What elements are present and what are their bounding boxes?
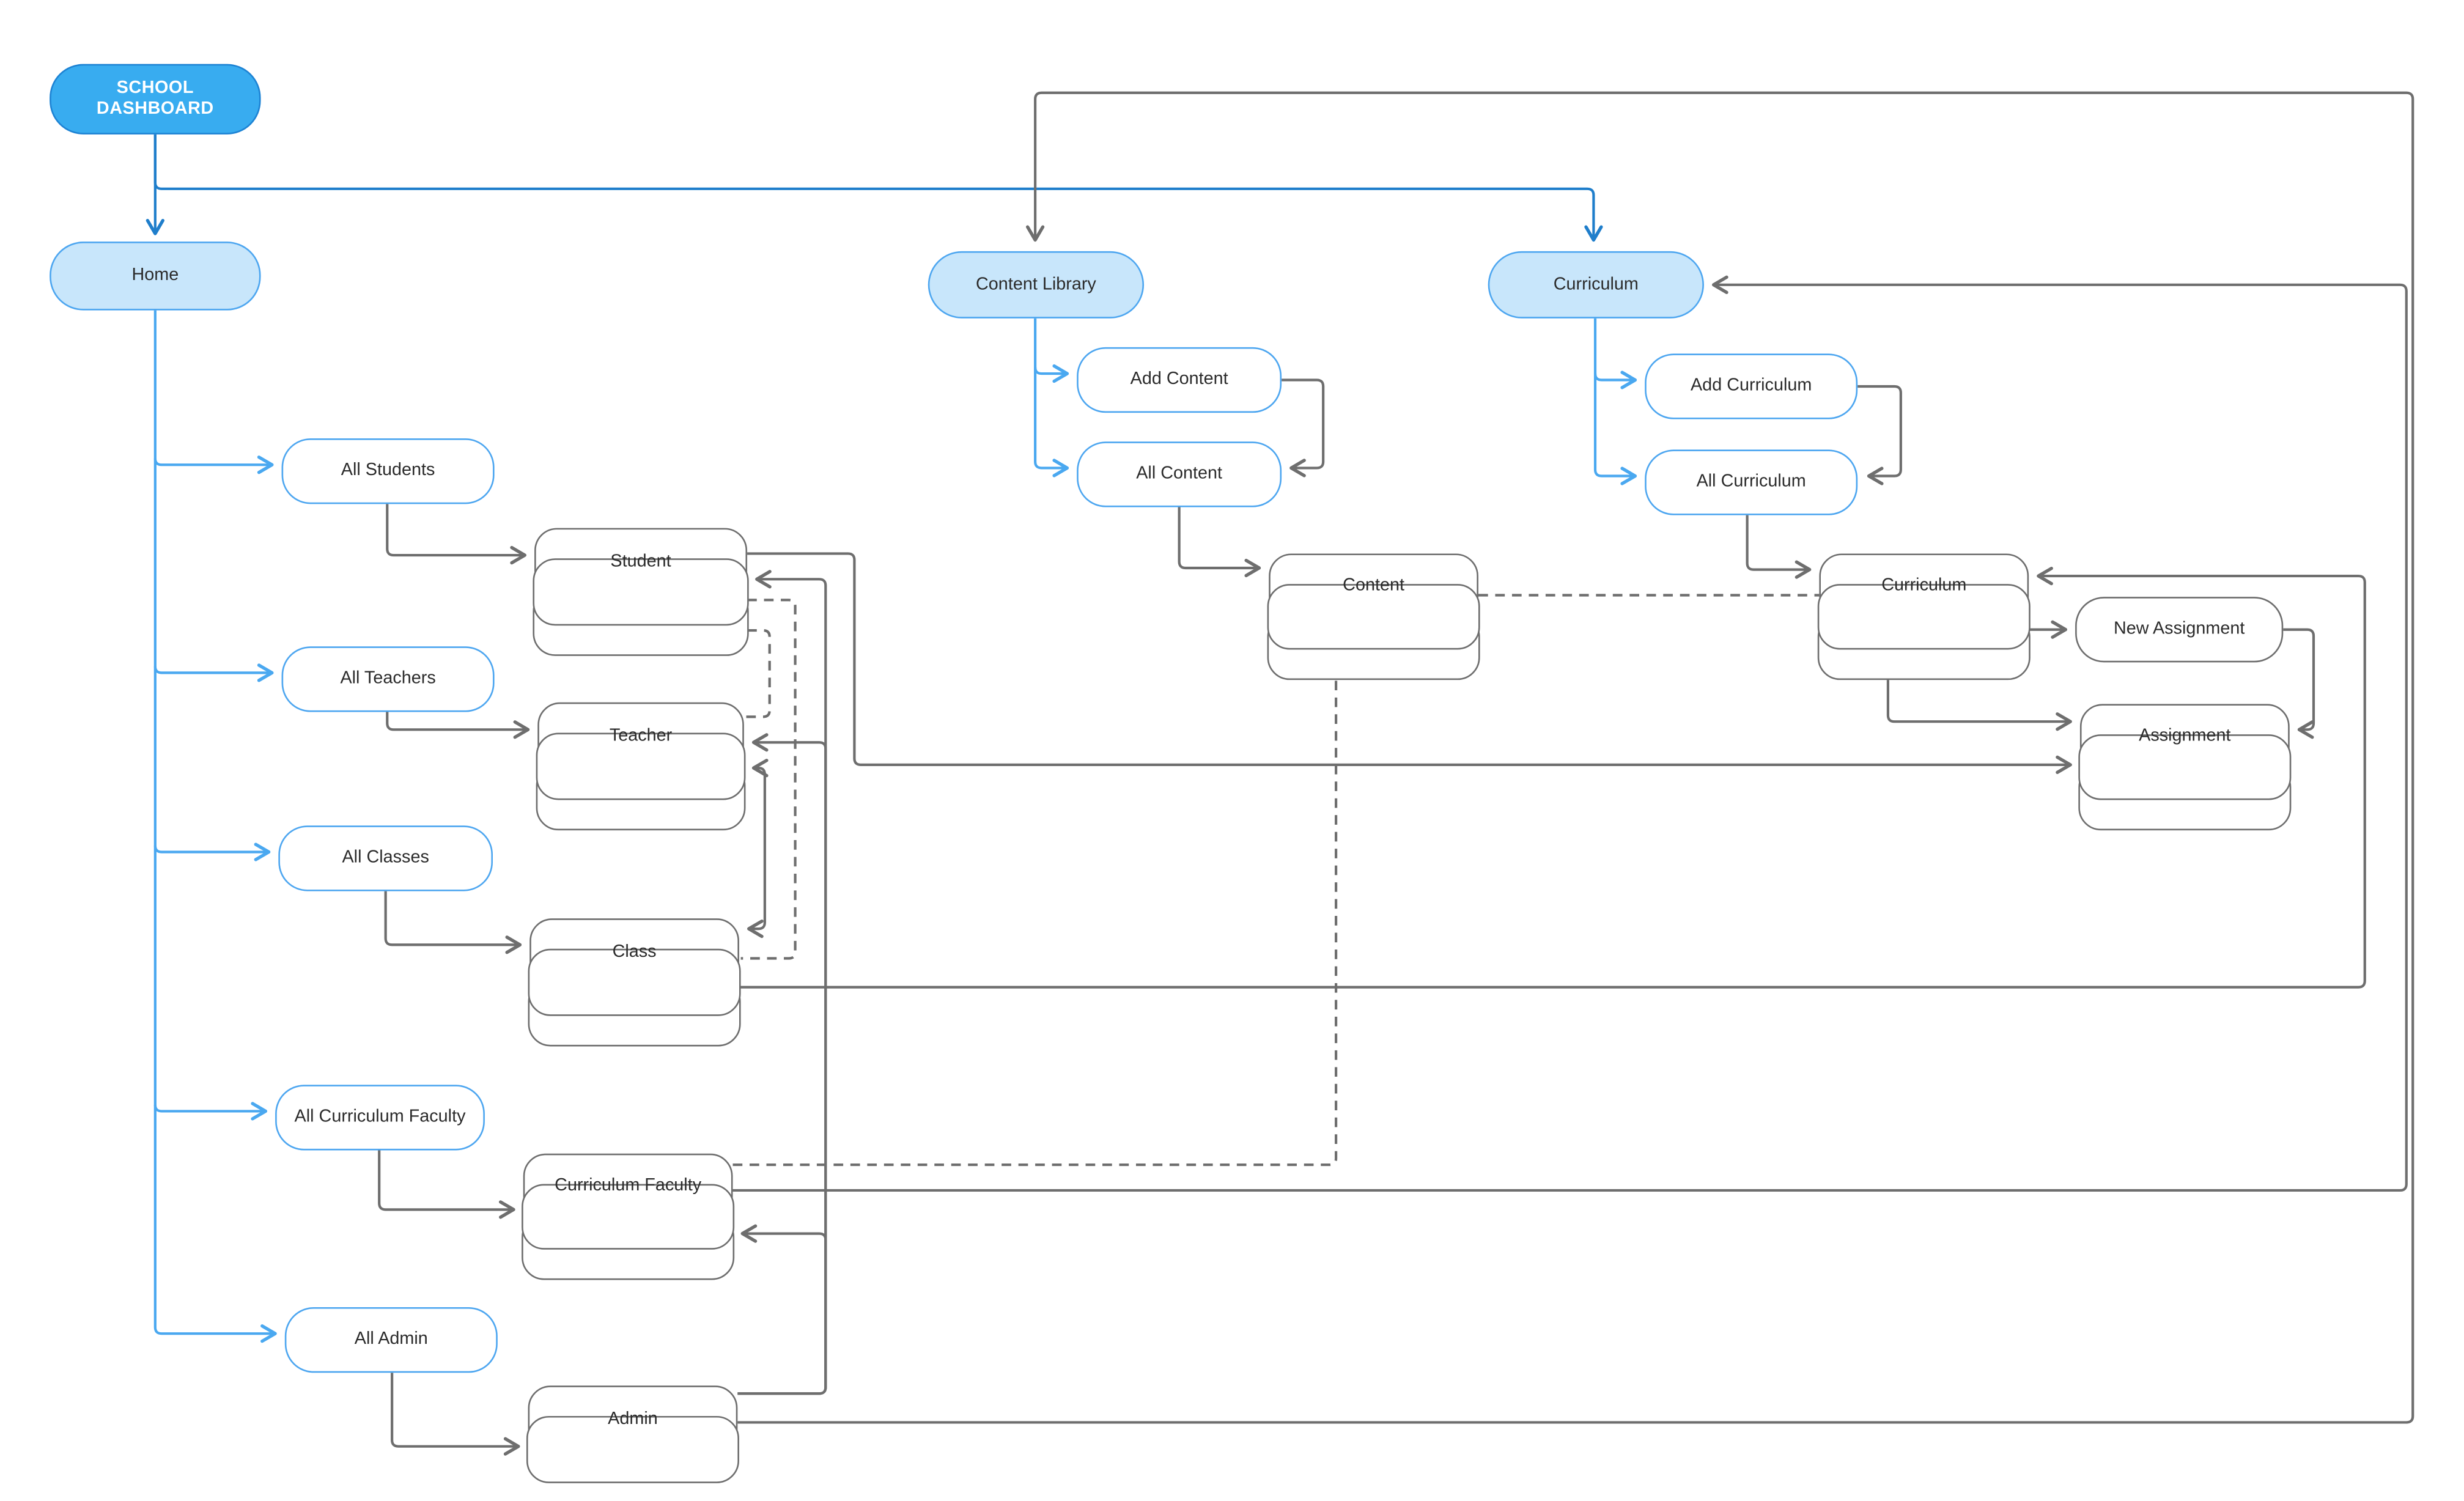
edge-curriculum-assignment [1886, 680, 2072, 731]
node-class[interactable]: Class [528, 918, 740, 1046]
node-content[interactable]: Content [1267, 553, 1480, 679]
node-curriculum-faculty[interactable]: Curriculum Faculty [522, 1153, 734, 1280]
edge-student-assignment [747, 552, 2072, 774]
node-teacher[interactable]: Teacher [536, 702, 745, 830]
node-new-assignment[interactable]: New Assignment [2075, 597, 2284, 663]
edge-admin-student [737, 570, 827, 1395]
node-all-students[interactable]: All Students [281, 438, 495, 504]
edge-student-teacher-dashed [745, 629, 771, 718]
node-home[interactable]: Home [50, 242, 261, 311]
edge-dashboard-curriculum-nav [153, 134, 1603, 242]
node-admin[interactable]: Admin [527, 1385, 739, 1483]
edge-all-content-content [1178, 507, 1261, 578]
edge-curriculum-nav-add-curriculum [1593, 371, 1637, 389]
node-all-admin[interactable]: All Admin [284, 1307, 498, 1373]
edge-add-content-all-content [1282, 378, 1325, 478]
edge-class-curriculum [739, 566, 2366, 989]
node-all-curriculum[interactable]: All Curriculum [1645, 449, 1858, 515]
edge-new-assignment-assignment [2283, 628, 2315, 739]
edge-admin-teacher [737, 733, 827, 1395]
edge-cf-curriculum-nav [732, 275, 2408, 1192]
node-add-content[interactable]: Add Content [1077, 347, 1282, 413]
node-curriculum-nav[interactable]: Curriculum [1488, 251, 1704, 319]
edge-content-library-all-content [1034, 318, 1069, 478]
edge-student-class-dashed [740, 599, 797, 960]
edge-home-all-students [153, 455, 274, 474]
node-all-curriculum-faculty[interactable]: All Curriculum Faculty [275, 1085, 485, 1151]
edge-home-all-classes [153, 843, 271, 861]
node-school-dashboard[interactable]: SCHOOL DASHBOARD [50, 64, 261, 135]
node-all-classes[interactable]: All Classes [278, 825, 493, 891]
edge-home-all-teachers [153, 663, 274, 682]
edge-home-all-admin [153, 310, 277, 1343]
edge-curriculum-nav-all-curriculum [1593, 318, 1637, 485]
node-assignment[interactable]: Assignment [2079, 704, 2291, 830]
edge-content-library-add-content [1034, 364, 1069, 383]
edge-all-admin-admin [391, 1373, 520, 1456]
edge-add-curriculum-all-curriculum [1857, 385, 1902, 485]
node-curriculum[interactable]: Curriculum [1818, 553, 2030, 679]
edge-all-teachers-teacher [386, 712, 530, 739]
edge-cf-content-dashed [732, 680, 1338, 1167]
edge-all-curriculum-curriculum [1746, 515, 1812, 579]
edge-admin-cf [737, 1224, 827, 1395]
edge-all-classes-class [384, 891, 522, 954]
node-all-content[interactable]: All Content [1077, 441, 1282, 507]
edge-all-students-student [386, 504, 527, 565]
edge-teacher-class [747, 758, 769, 939]
node-content-library[interactable]: Content Library [928, 251, 1145, 319]
edge-all-curriculum-faculty-cf [378, 1150, 515, 1219]
node-student[interactable]: Student [533, 528, 748, 655]
node-add-curriculum[interactable]: Add Curriculum [1645, 353, 1858, 419]
edge-admin-content-library [737, 91, 2414, 1424]
node-all-teachers[interactable]: All Teachers [281, 646, 495, 712]
edge-home-all-curriculum-faculty [153, 1102, 268, 1121]
